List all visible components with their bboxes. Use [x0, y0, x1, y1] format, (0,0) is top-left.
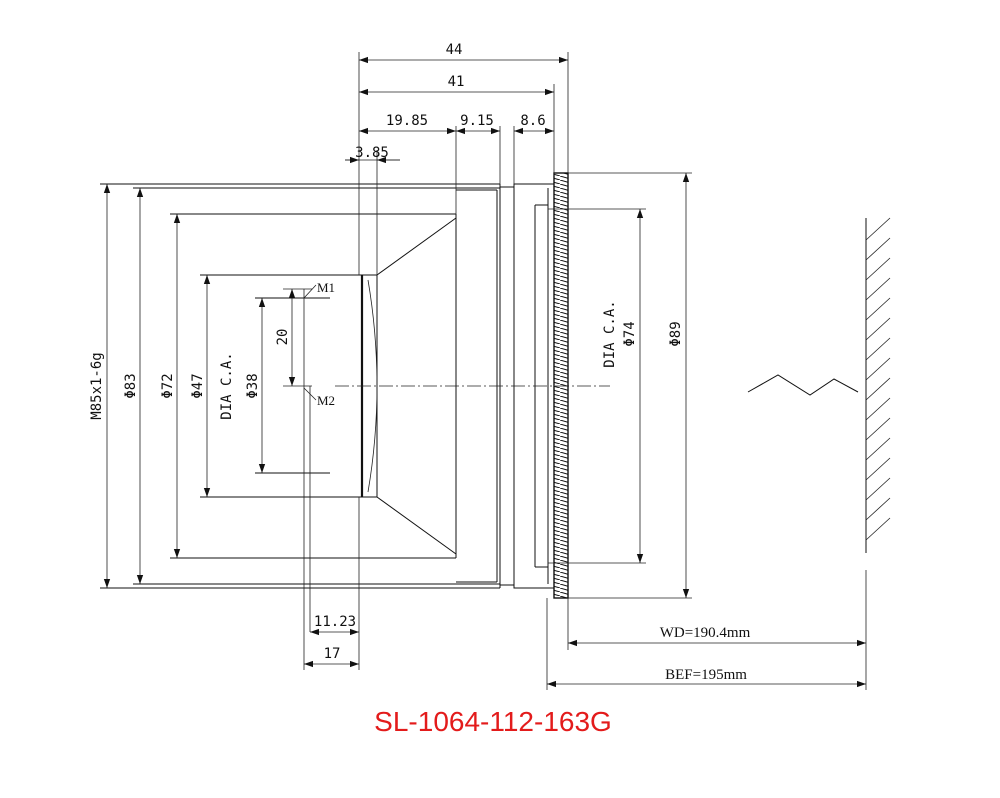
dim-mirror-spacing: 20: [275, 329, 291, 346]
dim-d83: Φ83: [123, 373, 139, 398]
dim-rear-section: 8.6: [520, 113, 545, 129]
dim-d74: Φ74: [622, 321, 638, 346]
working-distance: WD=190.4mm: [660, 625, 751, 641]
dim-d47: Φ47: [190, 373, 206, 398]
right-dimensions: DIA C.A. Φ74 Φ89: [548, 172, 692, 599]
work-surface-hatch: [865, 217, 891, 541]
model-number-text: SL-1064-112-163G: [374, 706, 612, 737]
dim-length-to-flange: 41: [448, 74, 465, 90]
beam-symbol: [747, 374, 859, 396]
label-m2: M2: [317, 393, 335, 408]
thread-spec: M85x1-6g: [89, 352, 105, 419]
model-number: SL-1064-112-163G: [0, 706, 1000, 738]
label-m1: M1: [317, 280, 335, 295]
left-dimensions: M85x1-6g Φ83 Φ72 Φ47 DIA C.A. Φ38: [89, 184, 266, 588]
top-dimensions: 44 41 19.85 9.15 8.6 3.85: [345, 42, 569, 275]
dim-front-offset: 3.85: [355, 145, 389, 161]
distance-dimensions: WD=190.4mm BEF=195mm: [546, 570, 867, 690]
dim-d89: Φ89: [668, 321, 684, 346]
dim-d38: Φ38: [245, 373, 261, 398]
dim-m2-depth: 17: [324, 646, 341, 662]
dim-d72: Φ72: [160, 373, 176, 398]
mirror-dimensions: 20 M1 M2 11.23 17: [275, 280, 360, 670]
work-surface: [747, 217, 891, 553]
dim-m1-depth: 11.23: [314, 614, 356, 630]
dia-ca-rear: DIA C.A.: [602, 300, 618, 367]
dim-mid-section: 9.15: [460, 113, 494, 129]
dia-ca-front: DIA C.A.: [219, 352, 235, 419]
dim-front-section: 19.85: [386, 113, 428, 129]
back-focal-length: BEF=195mm: [665, 667, 747, 683]
dim-overall-length: 44: [446, 42, 463, 58]
